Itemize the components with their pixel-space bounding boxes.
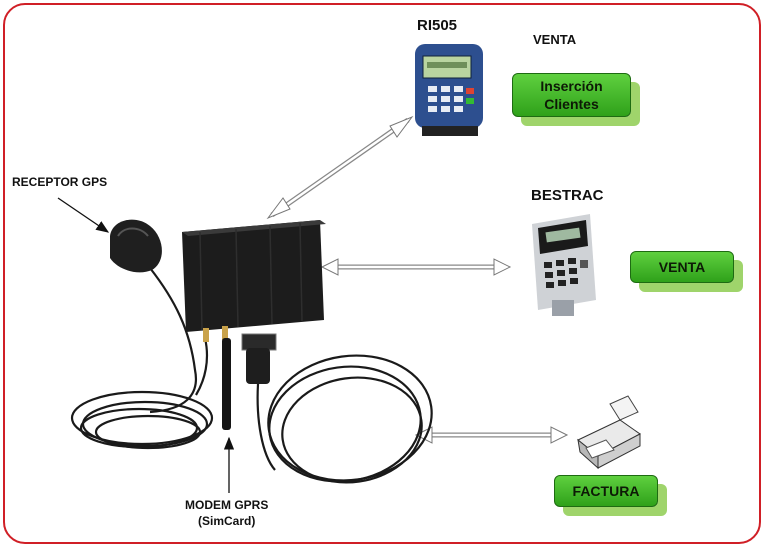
bestrac-terminal-icon [532,214,596,316]
ri505-label: RI505 [417,17,458,34]
venta-button[interactable]: VENTA [630,251,734,283]
insercion-line2: Clientes [544,96,599,112]
bestrac-label: BESTRAC [531,187,604,204]
insercion-line1: Inserción [540,78,603,94]
serial-cable [256,354,433,484]
gprs-modem-icon [182,220,326,430]
arrow-to-ri505 [266,115,414,220]
modem-gprs-label-line2: (SimCard) [198,514,256,528]
factura-button[interactable]: FACTURA [554,475,658,507]
ri505-terminal-icon [415,44,483,136]
modem-gprs-label-line1: MODEM GPRS [185,498,269,512]
venta-top-label: VENTA [533,32,577,47]
gps-antenna-icon [110,219,162,273]
insercion-clientes-button[interactable]: Inserción Clientes [512,73,631,117]
modem-gprs-label: MODEM GPRS (SimCard) [185,497,268,529]
receptor-gps-label: RECEPTOR GPS [12,175,108,189]
printer-icon [577,395,641,470]
gps-cable [70,267,214,450]
arrow-to-printer [414,426,569,444]
arrow-to-bestrac [320,258,512,276]
gps-pointer-arrow [57,197,110,233]
